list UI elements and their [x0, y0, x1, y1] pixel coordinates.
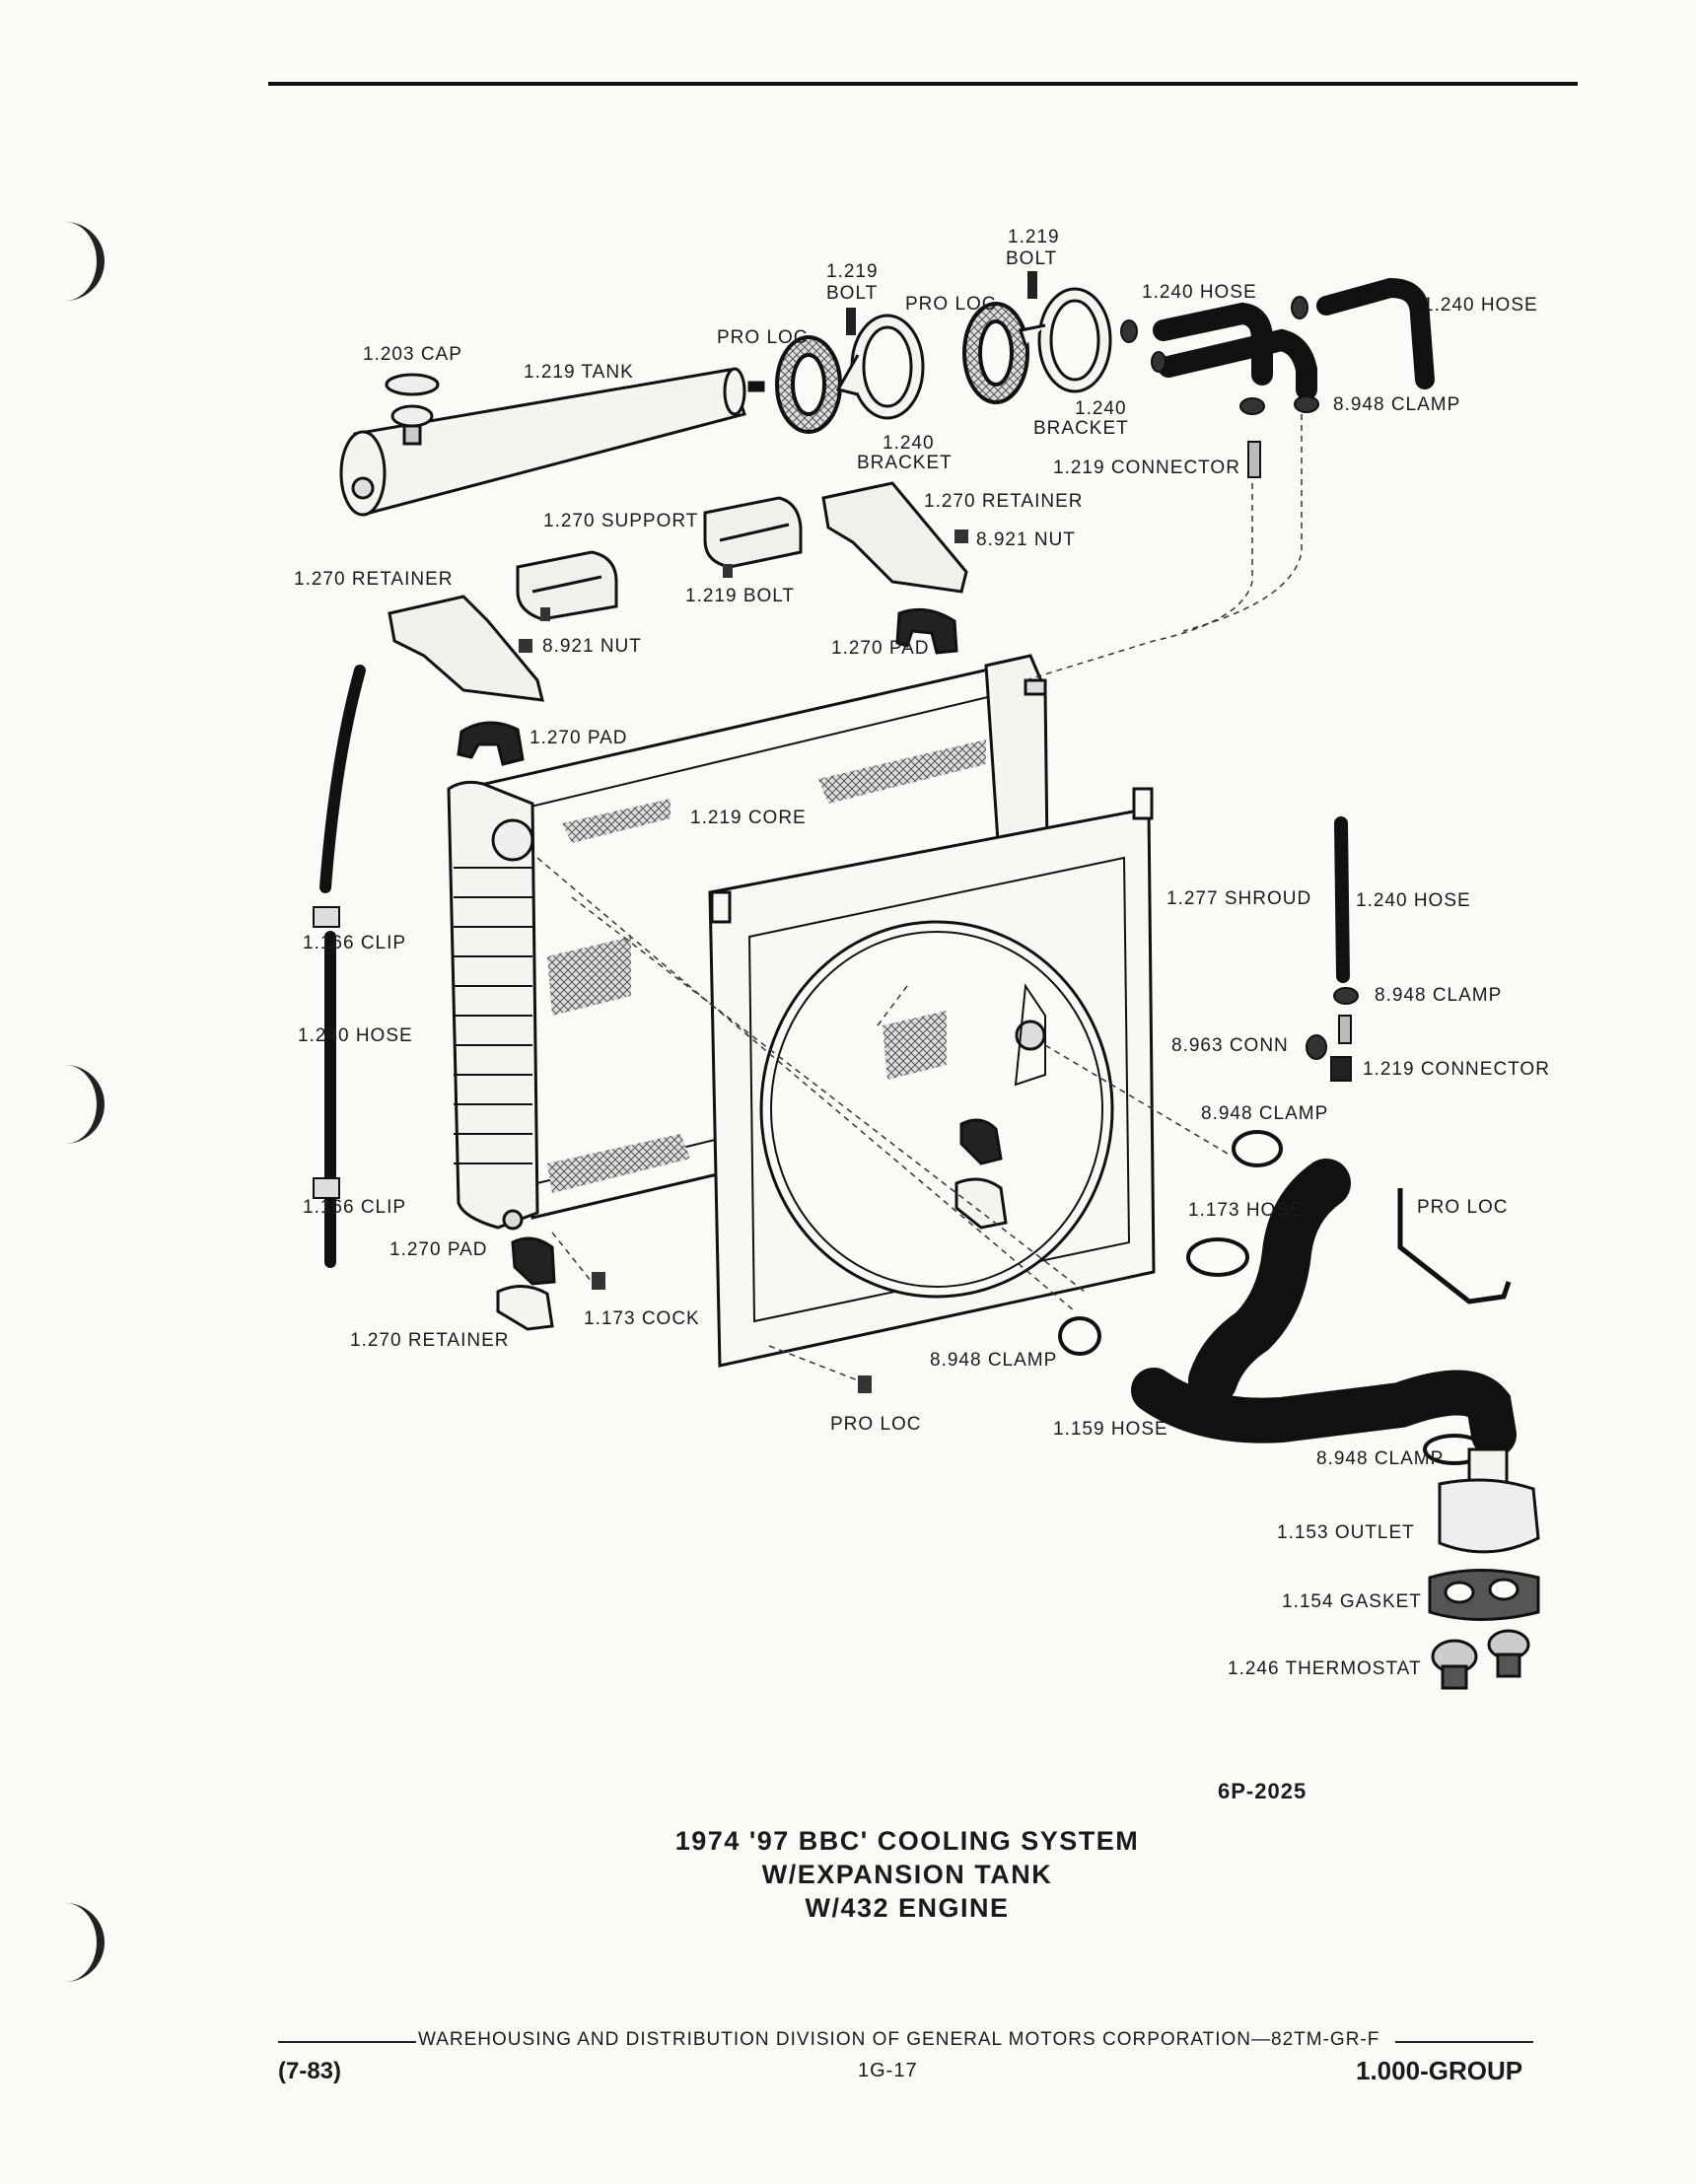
figure-code: 6P-2025	[1218, 1779, 1307, 1803]
bolt-icon	[846, 271, 1037, 335]
label-bracket-1240-b-number: 1.240	[1075, 398, 1127, 419]
label-hose-1240-b: 1.240 HOSE	[1423, 295, 1538, 316]
footer-rule-left	[278, 2041, 416, 2043]
label-conn-8963: 8.963 CONN	[1171, 1035, 1289, 1056]
label-clip-1166-b: 1.166 CLIP	[303, 1197, 406, 1218]
pro-loc-bracket	[1397, 1188, 1512, 1304]
pro-loc-band-a	[775, 335, 842, 434]
thermostat-icon	[1431, 1629, 1530, 1690]
pad-1270	[496, 1118, 1008, 1331]
footer-group: 1.000-GROUP	[1356, 2056, 1523, 2085]
label-bolt-1219-c: 1.219 BOLT	[685, 586, 795, 606]
footer-text: WAREHOUSING AND DISTRIBUTION DIVISION OF…	[418, 2029, 1380, 2050]
label-pad-1270-c: 1.270 PAD	[389, 1239, 487, 1260]
support-1270	[516, 496, 803, 621]
label-retainer-1270-b: 1.270 RETAINER	[294, 569, 453, 590]
label-nut-8921-b: 8.921 NUT	[542, 636, 642, 657]
hose-1173	[1188, 1159, 1351, 1405]
label-pro-loc-c: PRO LOC	[1417, 1197, 1509, 1218]
fan-shroud	[708, 787, 1156, 1368]
label-tank-1219: 1.219 TANK	[524, 362, 634, 383]
label-hose-1173: 1.173 HOSE	[1188, 1200, 1304, 1221]
label-clip-1166-a: 1.166 CLIP	[303, 933, 406, 953]
label-cock-1173: 1.173 COCK	[584, 1308, 700, 1329]
label-hose-1240-d: 1.240 HOSE	[298, 1025, 413, 1046]
label-pro-loc-b: PRO LOC	[717, 327, 809, 348]
label-hose-1240-a: 1.240 HOSE	[1142, 282, 1257, 303]
label-nut-8921-a: 8.921 NUT	[976, 529, 1076, 550]
title-line-2: W/EXPANSION TANK	[761, 1860, 1053, 1889]
drain-cock-icon	[592, 1272, 872, 1393]
title-line-3: W/432 ENGINE	[805, 1893, 1010, 1923]
binder-hole-middle	[57, 1065, 105, 1144]
label-retainer-1270-c: 1.270 RETAINER	[350, 1330, 509, 1351]
thermostat-outlet	[1438, 1447, 1540, 1554]
label-hose-1159: 1.159 HOSE	[1053, 1419, 1168, 1440]
label-bolt-1219-a-number: 1.219	[1008, 227, 1060, 247]
binder-hole-bottom	[57, 1903, 105, 1982]
label-clamp-8948-d: 8.948 CLAMP	[930, 1350, 1057, 1371]
retainer-1270	[388, 481, 968, 702]
footer-date: (7-83)	[278, 2058, 342, 2084]
top-rule	[268, 82, 1578, 86]
label-outlet-1153: 1.153 OUTLET	[1277, 1522, 1415, 1543]
label-bolt-1219-a: BOLT	[1006, 248, 1057, 269]
label-thermostat-1246: 1.246 THERMOSTAT	[1228, 1658, 1422, 1679]
title-line-1: 1974 '97 BBC' COOLING SYSTEM	[674, 1826, 1140, 1856]
label-gasket-1154: 1.154 GASKET	[1282, 1591, 1422, 1612]
label-bolt-1219-b-number: 1.219	[826, 261, 879, 282]
label-bracket-1240-a: BRACKET	[857, 453, 953, 473]
label-pro-loc-a: PRO LOC	[905, 294, 997, 315]
connector-1219-icon	[1247, 441, 1261, 478]
label-pad-1270-a: 1.270 PAD	[831, 638, 929, 659]
bracket-1240-a	[835, 314, 925, 420]
exploded-parts-diagram: 1.219 BOLT 1.219 BOLT PRO LOC PRO LOC 1.…	[294, 227, 1550, 1690]
footer-page-number: 1G-17	[858, 2060, 918, 2081]
label-hose-1240-c: 1.240 HOSE	[1356, 890, 1471, 911]
footer-rule-right	[1395, 2041, 1533, 2043]
leader-lines	[536, 414, 1303, 1381]
label-clamp-8948-b: 8.948 CLAMP	[1375, 985, 1502, 1006]
radiator-cap	[385, 373, 440, 446]
page-title: 1974 '97 BBC' COOLING SYSTEM W/EXPANSION…	[552, 1824, 1262, 1925]
label-retainer-1270-a: 1.270 RETAINER	[924, 491, 1083, 512]
label-clamp-8948-a: 8.948 CLAMP	[1333, 394, 1460, 415]
nut-icon	[519, 529, 968, 653]
label-clamp-8948-c: 8.948 CLAMP	[1201, 1103, 1328, 1124]
label-connector-1219-b: 1.219 CONNECTOR	[1363, 1059, 1550, 1080]
gasket-1154	[1428, 1569, 1540, 1621]
clamp-icon	[1120, 296, 1319, 415]
binder-hole-top	[57, 222, 105, 301]
label-clamp-8948-e: 8.948 CLAMP	[1316, 1448, 1444, 1469]
label-pro-loc-d: PRO LOC	[830, 1414, 922, 1435]
label-bolt-1219-b: BOLT	[826, 283, 878, 304]
bracket-1240-b	[1019, 287, 1112, 393]
pro-loc-band-b	[962, 302, 1029, 404]
label-shroud-1277: 1.277 SHROUD	[1166, 888, 1311, 909]
label-connector-1219-a: 1.219 CONNECTOR	[1053, 458, 1240, 478]
label-core-1219: 1.219 CORE	[690, 808, 807, 828]
label-cap-1203: 1.203 CAP	[363, 344, 462, 365]
label-support-1270: 1.270 SUPPORT	[543, 511, 698, 531]
expansion-tank	[339, 367, 765, 517]
pad-1270	[457, 607, 958, 766]
clip-icon	[313, 906, 1359, 1199]
label-bracket-1240-a-number: 1.240	[883, 433, 935, 454]
part-labels: 1.219 BOLT 1.219 BOLT PRO LOC PRO LOC 1.…	[294, 227, 1550, 1679]
upper-hoses	[1153, 277, 1435, 400]
label-pad-1270-b: 1.270 PAD	[530, 728, 627, 748]
hose-1159	[1131, 1368, 1517, 1457]
overflow-hose	[319, 665, 1350, 1268]
label-bracket-1240-b: BRACKET	[1033, 418, 1129, 439]
